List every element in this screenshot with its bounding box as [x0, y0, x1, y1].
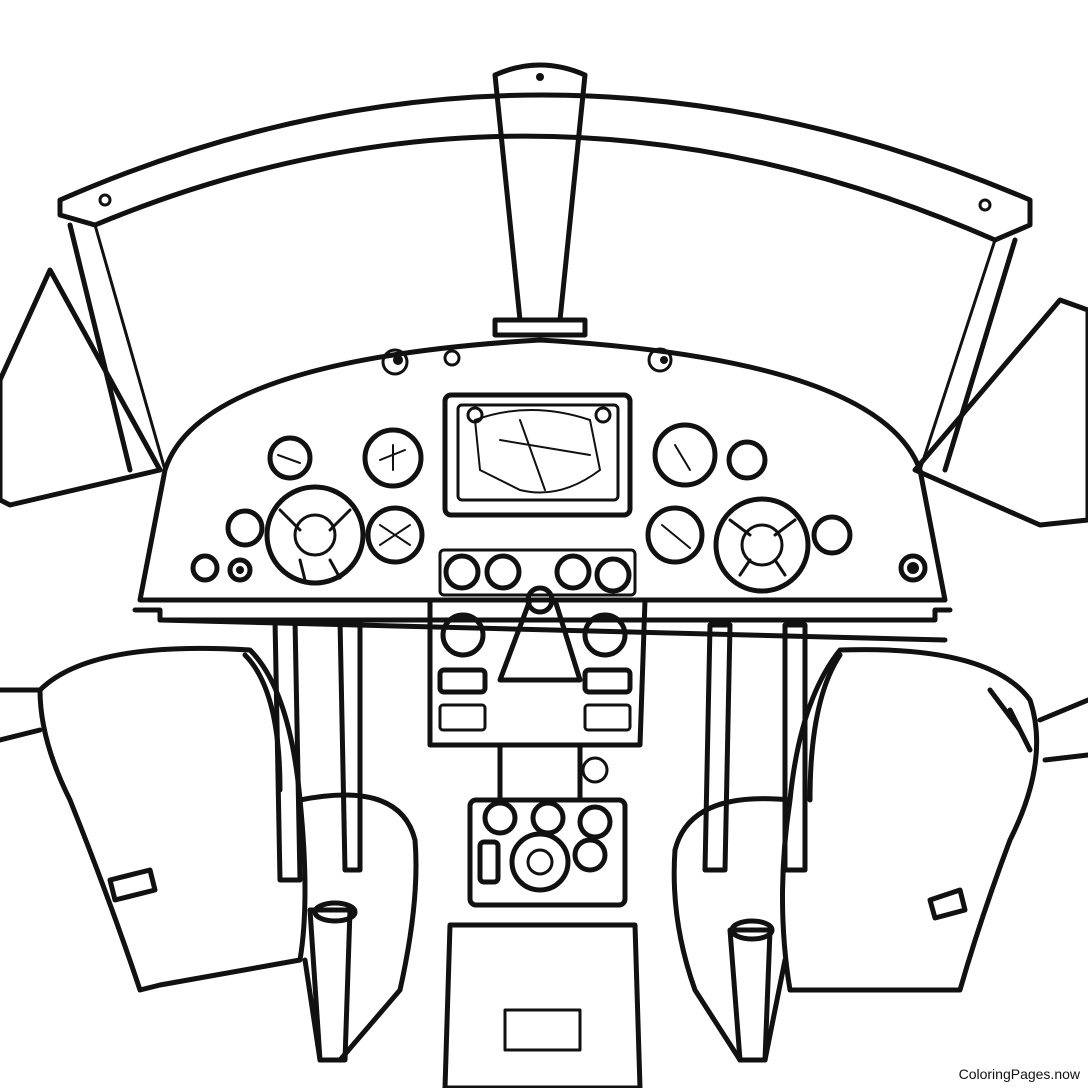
panel-top-knobs [381, 347, 673, 376]
yoke-supports [272, 617, 808, 883]
right-copilot-seat [671, 647, 1088, 1063]
center-display-screen [442, 392, 633, 518]
floor-console [442, 922, 643, 1088]
left-pilot-seat [0, 645, 419, 1063]
side-window-right [912, 297, 1088, 528]
instrument-panel [132, 337, 953, 643]
left-gauge-cluster [190, 427, 425, 586]
center-knob-row [438, 548, 637, 597]
center-compass-post [492, 62, 588, 338]
center-pedestal [427, 585, 648, 803]
lower-control-panel [467, 756, 628, 908]
side-window-left [0, 267, 163, 508]
windshield-frame [57, 92, 1033, 473]
right-gauge-cluster [645, 422, 928, 594]
watermark-text: ColoringPages.now [958, 1066, 1080, 1082]
